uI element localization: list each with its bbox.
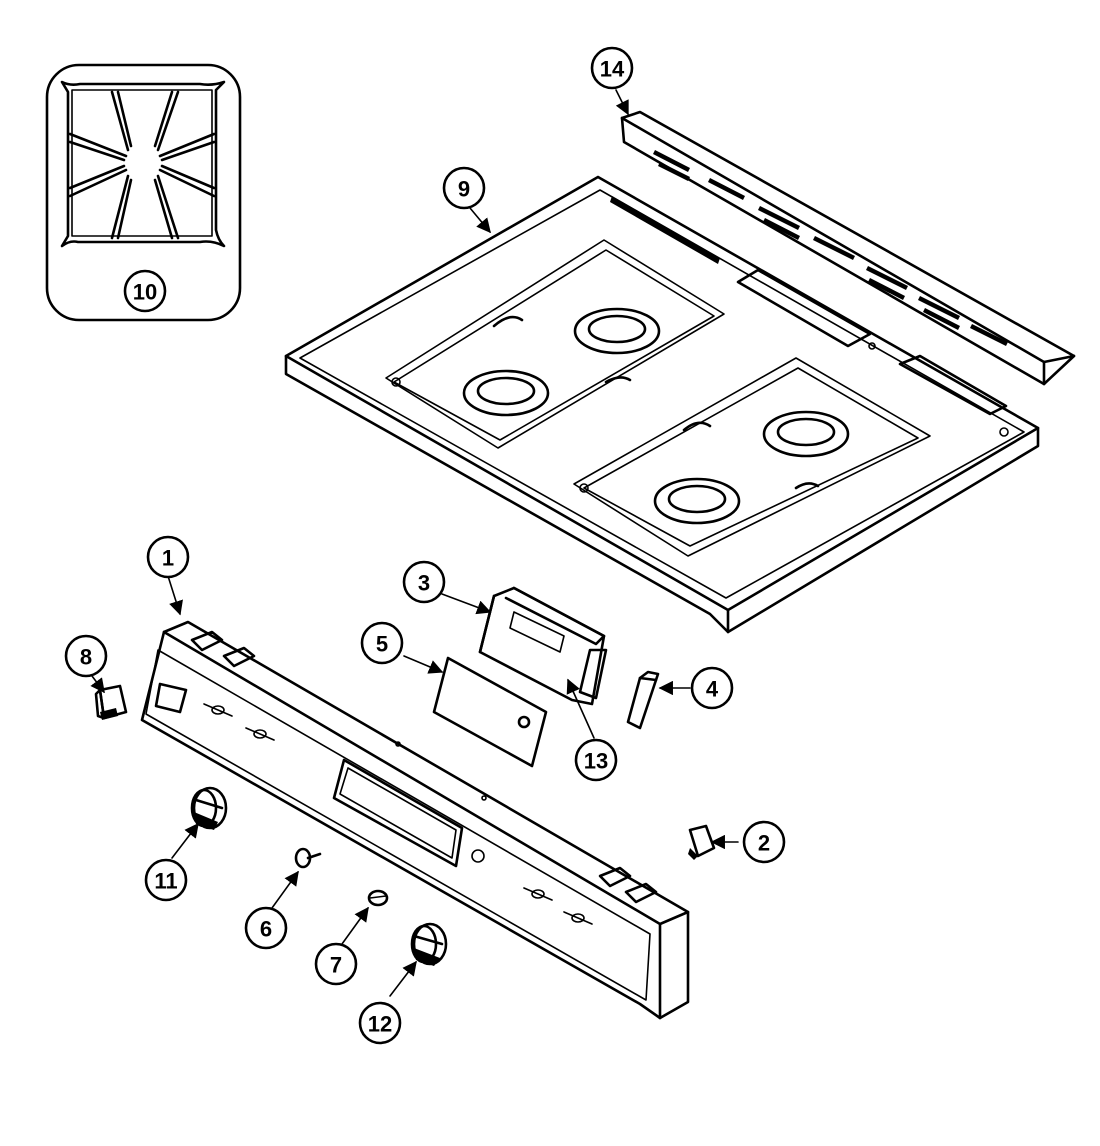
callout-5: 5	[360, 621, 404, 665]
callout-label: 2	[758, 831, 770, 856]
callout-1: 1	[146, 535, 190, 579]
callout-label: 3	[418, 571, 430, 596]
callout-13: 13	[574, 738, 618, 782]
callout-label: 14	[600, 57, 625, 82]
clock-overlay	[432, 656, 548, 768]
callout-label: 9	[458, 177, 470, 202]
callout-label: 13	[584, 749, 608, 774]
callout-8: 8	[64, 634, 108, 678]
bracket	[626, 670, 660, 730]
clip	[688, 824, 716, 860]
callout-14: 14	[590, 46, 634, 90]
control-knob-left	[190, 786, 228, 830]
callout-4: 4	[690, 666, 734, 710]
callout-label: 7	[330, 953, 342, 978]
callout-label: 1	[162, 546, 174, 571]
screw	[294, 847, 322, 869]
callout-9: 9	[442, 166, 486, 210]
callout-7: 7	[314, 942, 358, 986]
callout-label: 12	[368, 1012, 392, 1037]
callout-3: 3	[402, 560, 446, 604]
callout-12: 12	[358, 1001, 402, 1045]
clock-module	[478, 586, 608, 706]
callout-label: 4	[706, 677, 719, 702]
cap	[367, 889, 389, 907]
callout-11: 11	[144, 858, 188, 902]
rocker-switch	[94, 684, 128, 720]
callout-10: 10	[123, 269, 167, 313]
callout-label: 6	[260, 917, 272, 942]
cooktop-main-top	[284, 175, 1040, 634]
burner-grate-inset	[45, 63, 242, 322]
callout-label: 8	[80, 645, 92, 670]
callout-label: 10	[133, 280, 157, 305]
leader-lines	[90, 89, 739, 997]
control-panel	[140, 620, 690, 1020]
control-knob-right	[410, 922, 448, 966]
rear-vent-trim	[620, 110, 1076, 386]
callout-label: 11	[154, 869, 177, 894]
callout-label: 5	[376, 632, 388, 657]
callout-6: 6	[244, 906, 288, 950]
callout-2: 2	[742, 820, 786, 864]
